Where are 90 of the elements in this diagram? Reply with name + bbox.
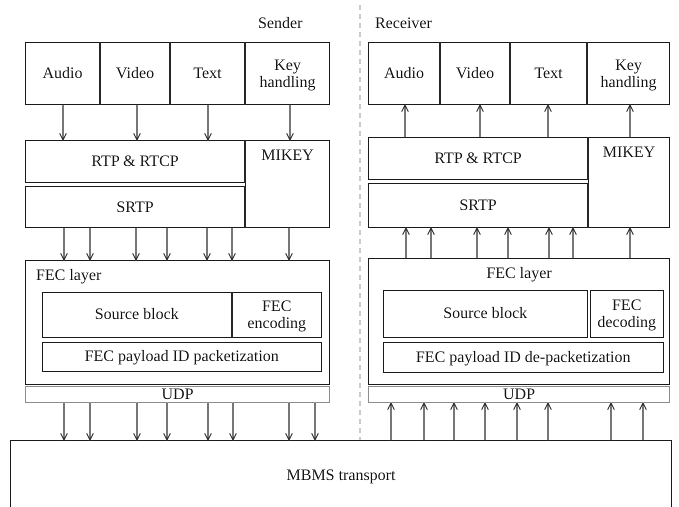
protocol-box — [368, 137, 588, 180]
arrow — [450, 402, 458, 440]
component-box — [232, 292, 322, 338]
arrow — [228, 403, 238, 441]
layer-box — [25, 42, 100, 105]
box-label: Source block — [94, 306, 179, 324]
arrow — [426, 227, 436, 258]
arrow — [420, 402, 428, 440]
box-label: Key handling — [258, 56, 316, 90]
protocol-box — [588, 137, 670, 228]
arrow — [504, 227, 512, 258]
box-label: Audio — [384, 65, 424, 82]
transport-box — [10, 440, 672, 507]
arrow — [132, 403, 142, 441]
arrow — [204, 105, 212, 141]
arrow — [606, 402, 616, 440]
arrow — [86, 228, 94, 261]
arrow — [544, 104, 552, 137]
layer-box — [25, 260, 330, 385]
arrow — [476, 104, 484, 137]
box-label: FEC payload ID de-packetization — [416, 348, 630, 366]
box-label: Video — [456, 65, 494, 82]
arrow — [544, 402, 552, 440]
arrow — [638, 402, 648, 440]
component-box — [382, 342, 664, 373]
arrow — [286, 105, 294, 141]
arrow — [310, 403, 320, 441]
arrow — [58, 105, 68, 141]
arrow — [132, 228, 140, 261]
layer-box — [510, 42, 587, 105]
box-label: FEC layer — [486, 265, 552, 282]
component-box — [42, 292, 232, 338]
box-label: SRTP — [459, 197, 497, 214]
box-label: RTP & RTCP — [91, 153, 179, 170]
layer-box — [170, 42, 245, 105]
protocol-box — [245, 140, 330, 228]
arrow — [228, 228, 236, 261]
box-label: RTP & RTCP — [434, 150, 522, 167]
arrow — [386, 402, 396, 440]
box-label: Source block — [443, 305, 528, 322]
arrow — [60, 403, 68, 441]
arrow — [626, 227, 634, 258]
side-label: Receiver — [375, 15, 432, 33]
box-label: SRTP — [116, 198, 154, 216]
protocol-box — [25, 386, 330, 403]
arrow — [202, 228, 212, 261]
protocol-box — [25, 140, 245, 183]
arrow — [284, 403, 294, 441]
component-box — [382, 290, 588, 338]
arrow — [86, 403, 94, 441]
component-box — [42, 342, 322, 372]
protocol-box — [25, 186, 245, 228]
box-label: Key handling — [600, 56, 658, 90]
box-label: FEC layer — [36, 267, 102, 284]
box-label: FEC decoding — [596, 296, 658, 331]
layer-box — [368, 42, 440, 105]
arrow — [162, 403, 172, 441]
side-label: Sender — [258, 15, 302, 33]
layer-box — [368, 258, 670, 385]
layer-box — [440, 42, 510, 105]
arrow — [400, 104, 410, 137]
arrow — [472, 227, 482, 258]
box-label: MBMS transport — [286, 466, 396, 484]
box-label: Audio — [42, 65, 82, 82]
protocol-box — [368, 183, 588, 228]
arrow — [402, 227, 410, 258]
box-label: UDP — [161, 388, 194, 402]
arrow — [568, 227, 578, 258]
arrow — [204, 403, 212, 441]
box-label: Text — [534, 65, 563, 82]
box-label: FEC encoding — [246, 298, 308, 332]
arrow — [132, 105, 142, 141]
box-label: MIKEY — [602, 144, 656, 161]
box-label: MIKEY — [261, 147, 314, 164]
layer-box — [587, 42, 670, 105]
arrow — [480, 402, 490, 440]
arrow — [284, 228, 294, 261]
layer-box — [100, 42, 170, 105]
protocol-box — [368, 386, 670, 403]
layer-box — [245, 42, 330, 105]
arrow — [626, 104, 634, 137]
arrow — [162, 228, 172, 261]
box-label: FEC payload ID packetization — [84, 348, 279, 366]
component-box — [590, 290, 664, 338]
box-label: UDP — [502, 388, 535, 402]
arrow — [544, 227, 554, 258]
arrow — [60, 228, 68, 261]
box-label: Text — [193, 65, 222, 82]
arrow — [512, 402, 522, 440]
box-label: Video — [116, 65, 154, 82]
